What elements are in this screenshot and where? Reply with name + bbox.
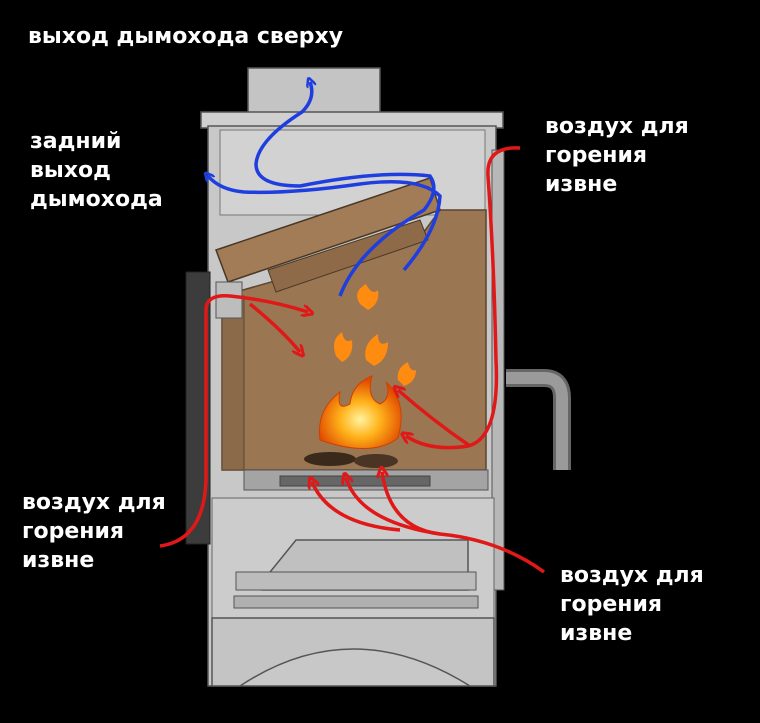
label-top-chimney-outlet: выход дымохода сверху [28, 22, 343, 51]
air-flow-arrow-bottom-3 [312, 482, 401, 532]
log [354, 454, 398, 468]
baffle-plate [215, 177, 441, 283]
label-line: горения [560, 592, 663, 617]
label-line: горения [545, 143, 648, 168]
label-line: извне [560, 621, 633, 646]
ash-pan-tray [235, 571, 477, 591]
label-top-chimney-outlet-text: выход дымохода сверху [28, 24, 344, 49]
air-flow-arrow-left-2 [248, 302, 300, 352]
flame-tongue [357, 284, 379, 310]
air-flow-arrow-right-2 [398, 390, 471, 448]
grate-bar [279, 475, 431, 487]
side-handle-edge [506, 372, 568, 470]
main-flame [318, 375, 402, 449]
label-line: воздух для [560, 563, 704, 588]
label-line: задний [30, 129, 122, 154]
air-flow-arrow-right [406, 146, 521, 450]
air-flow-arrow-bottom-2 [346, 478, 441, 536]
chimney-pipe [247, 67, 381, 119]
label-line: дымохода [30, 187, 163, 212]
label-line: воздух для [22, 490, 166, 515]
flame-tongue [397, 362, 416, 386]
stove-base [211, 617, 495, 687]
firebox-back-panel [221, 295, 245, 471]
log [304, 452, 356, 466]
ash-pan-rail [233, 595, 479, 609]
label-air-intake-bottom: воздух для горения извне [560, 561, 704, 648]
label-line: выход [30, 158, 111, 183]
label-line: воздух для [545, 114, 689, 139]
label-line: горения [22, 519, 125, 544]
label-air-intake-left: воздух для горения извне [22, 488, 166, 575]
smoke-flow-arrow-top [254, 82, 436, 297]
label-back-chimney-outlet: задний выход дымохода [30, 127, 163, 214]
smoke-flow-arrow-back [208, 176, 442, 272]
label-air-intake-right: воздух для горения извне [545, 112, 689, 199]
flame-tongue [365, 334, 388, 366]
baffle-plate-lower [267, 219, 429, 293]
left-air-intake [215, 281, 243, 319]
air-flow-arrow-bottom [382, 472, 546, 574]
flame-tongue [334, 332, 353, 362]
side-handle [506, 369, 571, 470]
label-line: извне [22, 548, 95, 573]
air-flow-arrow-left [159, 294, 308, 548]
label-line: извне [545, 172, 618, 197]
